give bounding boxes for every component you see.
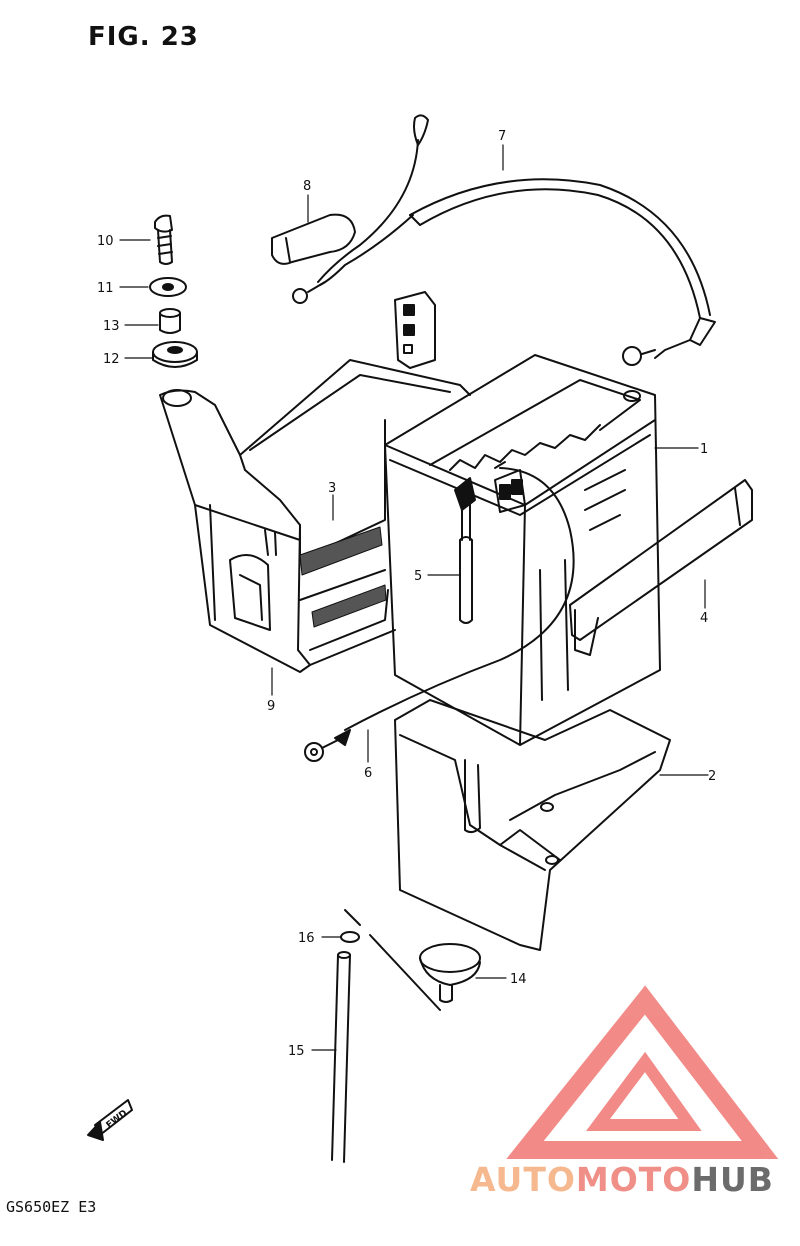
callout-8: 8 (303, 179, 311, 194)
battery-band (569, 479, 753, 656)
spacer (159, 308, 181, 334)
battery (384, 354, 661, 746)
vent-tube (459, 499, 473, 624)
bolt (154, 214, 173, 265)
watermark-text: AUTOMOTOHUB (470, 1160, 774, 1199)
callout-4: 4 (700, 611, 708, 626)
figure-title: FIG. 23 (88, 22, 199, 52)
callout-9: 9 (267, 699, 275, 714)
washer (149, 277, 187, 297)
model-code: GS650EZ E3 (6, 1198, 97, 1216)
callout-10: 10 (97, 234, 114, 249)
battery-holder-bracket (159, 291, 471, 673)
leader-lines (119, 144, 709, 1051)
callout-12: 12 (103, 352, 120, 367)
hose-clip (340, 931, 360, 943)
callout-7: 7 (498, 129, 506, 144)
callout-3: 3 (328, 481, 336, 496)
terminal-cover (271, 213, 356, 265)
watermark-logo-icon (506, 985, 779, 1159)
breather-hose (331, 951, 351, 1163)
cushion (152, 341, 198, 368)
forward-arrow (87, 1099, 133, 1141)
watermark-auto: AUTO (470, 1160, 576, 1199)
callout-1: 1 (700, 442, 708, 457)
fwd-label: FWD (105, 1108, 130, 1130)
callout-6: 6 (364, 766, 372, 781)
battery-lead-wire (304, 461, 575, 762)
callout-13: 13 (103, 319, 120, 334)
battery-case (394, 699, 671, 951)
callout-15: 15 (288, 1044, 305, 1059)
callout-16: 16 (298, 931, 315, 946)
starter-lead-wire (292, 114, 716, 366)
drain-cap (344, 909, 481, 1011)
callout-numbers: 1 2 3 4 5 6 7 8 9 10 11 13 12 14 15 16 F… (97, 129, 716, 1131)
watermark-moto: MOTO (575, 1160, 692, 1199)
callout-5: 5 (414, 569, 422, 584)
callout-2: 2 (708, 769, 716, 784)
callout-14: 14 (510, 972, 527, 987)
watermark-hub: HUB (691, 1160, 774, 1199)
callout-11: 11 (97, 281, 114, 296)
